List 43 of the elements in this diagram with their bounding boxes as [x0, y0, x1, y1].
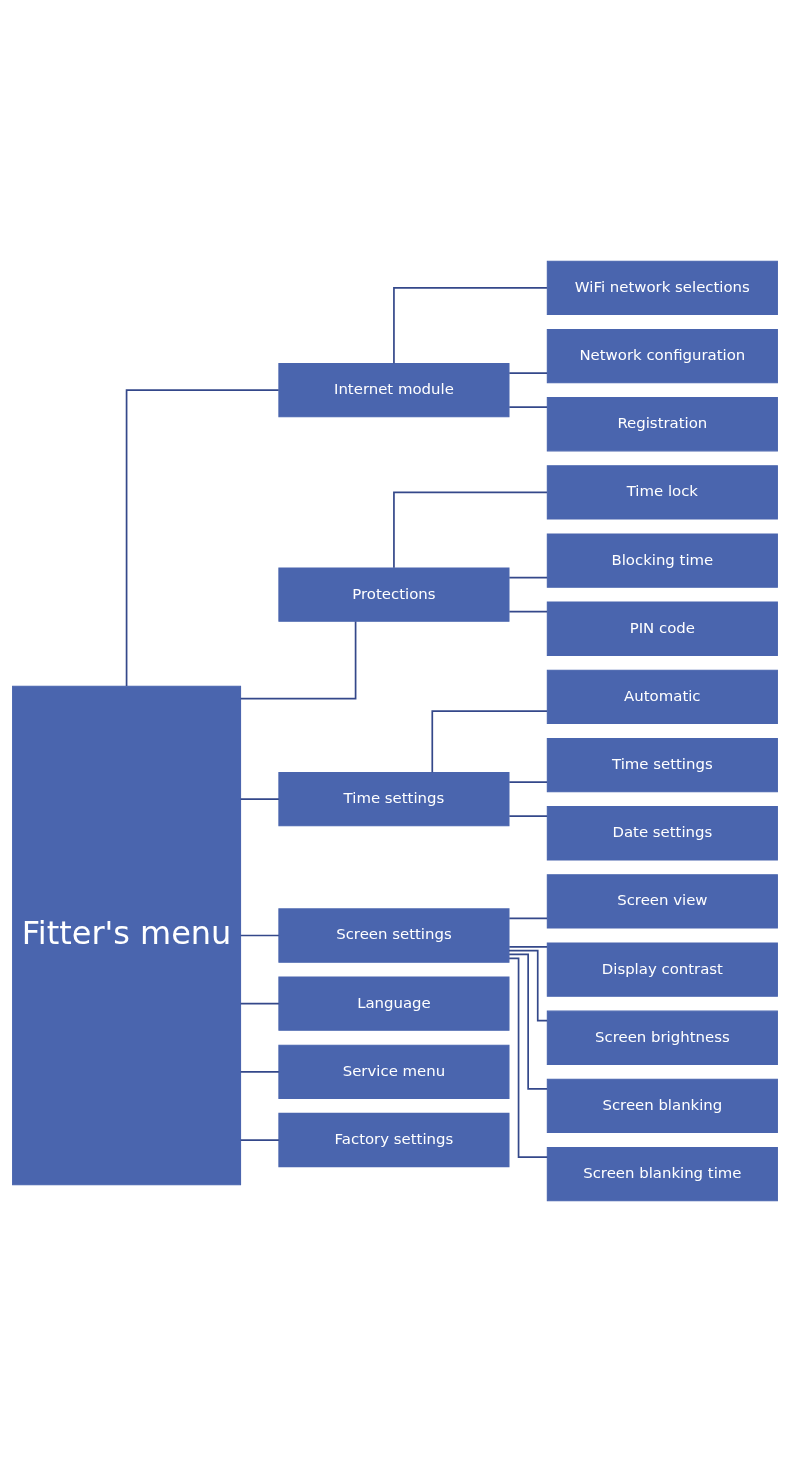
node-box: Display contrast [546, 941, 778, 997]
connector [508, 576, 548, 578]
node-box: Screen view [546, 873, 778, 929]
node-box: Protections [278, 567, 510, 622]
connector [508, 945, 548, 948]
node-box: Factory settings [278, 1112, 510, 1167]
connector [508, 956, 549, 1158]
connector [239, 1002, 280, 1005]
connector [393, 491, 548, 569]
node-box: Screen blanking [546, 1078, 778, 1133]
connector [239, 797, 280, 800]
connector [125, 388, 280, 687]
connector [239, 1138, 280, 1141]
connector [508, 814, 548, 817]
node-box: Screen brightness [546, 1010, 778, 1065]
connector [508, 405, 548, 408]
node-box: Fitter's menu [12, 685, 242, 1185]
connector [393, 286, 548, 364]
connector [239, 620, 357, 700]
node-box: Screen blanking time [546, 1146, 778, 1201]
connector [508, 949, 548, 1022]
connector [508, 917, 548, 919]
node-box: Time settings [546, 737, 778, 792]
node-box: Registration [546, 396, 778, 451]
connector [239, 1070, 280, 1073]
node-box: Time settings [278, 771, 510, 826]
node-box: Screen settings [278, 907, 510, 963]
connector [508, 610, 548, 613]
node-box: PIN code [546, 601, 778, 656]
node-box: Blocking time [546, 532, 778, 588]
connector [508, 371, 548, 374]
connector [508, 780, 548, 783]
node-box: Network configuration [546, 328, 778, 383]
connector [431, 709, 548, 773]
node-box: WiFi network selections [546, 260, 778, 315]
node-box: Service menu [278, 1044, 510, 1099]
node-box: Time lock [546, 464, 778, 520]
node-box: Date settings [546, 805, 778, 860]
node-box: Language [278, 976, 510, 1031]
connector [508, 953, 548, 1090]
node-box: Internet module [278, 362, 510, 417]
connector [239, 934, 280, 936]
node-box: Automatic [546, 669, 778, 724]
